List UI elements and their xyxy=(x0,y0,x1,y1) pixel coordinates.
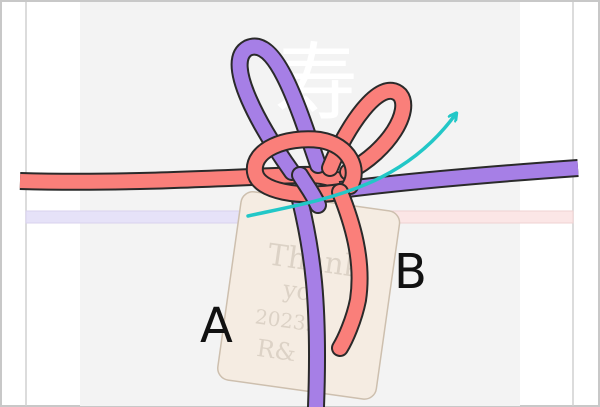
label-a: A xyxy=(200,298,233,354)
tag-line-4: R& xyxy=(255,334,298,367)
direction-arrow-icon xyxy=(246,115,455,218)
pink-loop xyxy=(321,81,413,181)
purple-hanging-strand xyxy=(291,191,327,407)
pink-knot-wrap xyxy=(245,130,363,204)
purple-loop xyxy=(230,37,327,181)
label-b: B xyxy=(394,244,427,300)
pink-hanging-strand xyxy=(331,183,369,357)
